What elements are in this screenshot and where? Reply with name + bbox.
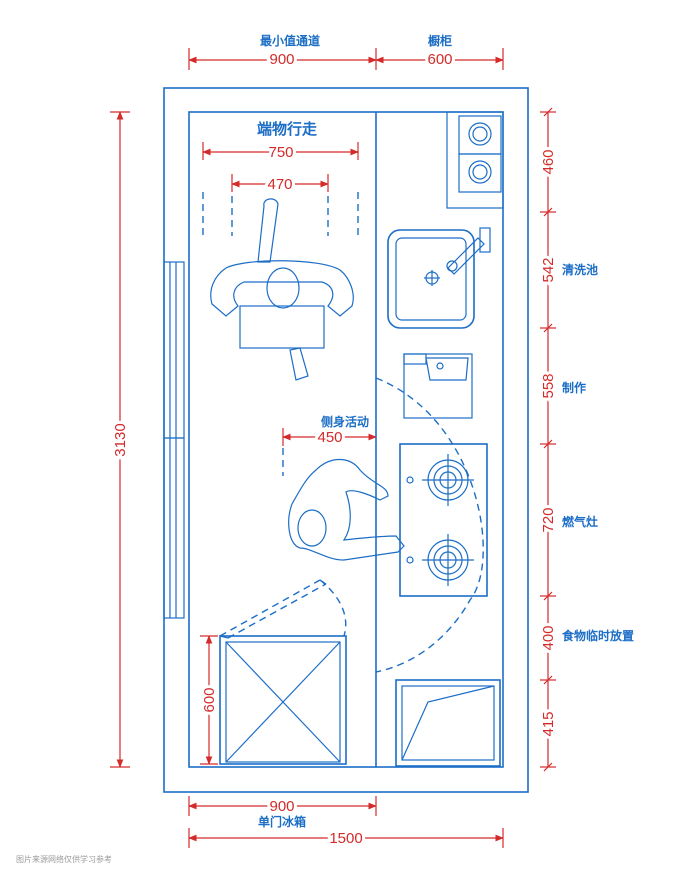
fridge-icon xyxy=(219,635,347,765)
top-dimension-900: 900 最小值通道 xyxy=(188,33,377,71)
dim-text: 450 xyxy=(317,429,342,446)
right-dimension-chain: 460 542 558 720 400 415 清洗池 制作 燃气灶 食物临时放… xyxy=(537,107,634,772)
fridge-label: 单门冰箱 xyxy=(258,814,306,829)
walk-dimension-470: 470 xyxy=(231,173,329,196)
watermark: 图片来源网络仅供学习参考 xyxy=(16,854,112,864)
prep-board-icon xyxy=(403,353,473,419)
gas-stove-icon xyxy=(399,443,488,597)
dim-text: 900 xyxy=(269,51,294,68)
dim-text: 750 xyxy=(268,144,293,161)
dim-text: 900 xyxy=(269,798,294,815)
dim-text: 470 xyxy=(267,176,292,193)
prep-label: 制作 xyxy=(562,380,586,395)
sink-label: 清洗池 xyxy=(562,262,598,277)
dim-text: 3130 xyxy=(112,423,129,456)
total-height-dimension: 3130 xyxy=(109,111,132,768)
stove-label: 燃气灶 xyxy=(562,514,598,529)
dim-text: 460 xyxy=(540,149,557,174)
sink-icon xyxy=(387,227,491,329)
top-dimension-600: 600 橱柜 xyxy=(375,33,504,71)
bottom-unit-icon xyxy=(395,679,501,767)
dim-text: 600 xyxy=(201,687,218,712)
dim-text: 558 xyxy=(540,373,557,398)
dim-text: 720 xyxy=(540,507,557,532)
side-move-arc xyxy=(375,377,484,673)
cabinet-label: 橱柜 xyxy=(428,33,452,48)
person-side-icon: 侧身活动 450 xyxy=(282,414,405,561)
temp-storage-label: 食物临时放置 xyxy=(561,628,634,643)
walk-boundary-dashes xyxy=(202,192,359,236)
walk-dimension-750: 750 xyxy=(202,141,359,164)
fridge-depth-dimension: 600 xyxy=(198,635,221,765)
pass-walk-label: 端物行走 xyxy=(257,120,317,138)
side-move-label: 侧身活动 xyxy=(321,414,369,429)
bottom-dimension-1500: 1500 xyxy=(188,827,504,850)
fridge-door-swing xyxy=(219,579,347,639)
dim-text: 542 xyxy=(540,257,557,282)
person-carrying-icon xyxy=(210,198,354,381)
bottom-dimension-900: 900 单门冰箱 xyxy=(188,795,377,829)
min-aisle-label: 最小值通道 xyxy=(260,33,320,48)
dim-text: 1500 xyxy=(329,830,362,847)
cooktop-top-icon xyxy=(446,111,504,209)
dim-text: 400 xyxy=(540,625,557,650)
left-wall-opening xyxy=(163,261,185,619)
dim-text: 600 xyxy=(427,51,452,68)
dim-text: 415 xyxy=(540,711,557,736)
